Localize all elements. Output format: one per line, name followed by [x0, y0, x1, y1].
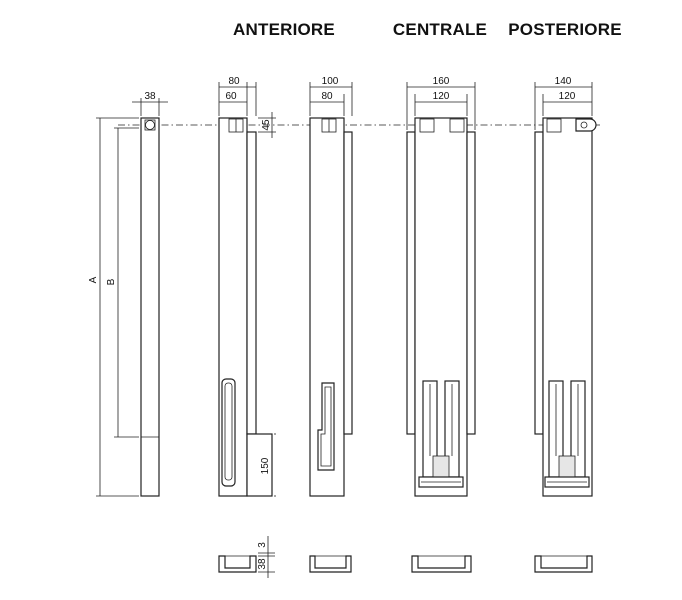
profile-center [411, 555, 472, 573]
heading-posteriore: POSTERIORE [508, 20, 621, 39]
rear-unit: 140 120 [534, 76, 597, 497]
dim-profile-depth: 38 [257, 558, 268, 570]
dim-center-inner: 120 [433, 91, 450, 102]
dim-front2-inner: 80 [321, 91, 333, 102]
front-unit-2: 100 80 [309, 76, 353, 497]
front-unit-1: 80 60 45 150 [218, 76, 276, 497]
dim-rear-outer: 140 [555, 76, 572, 87]
heading-centrale: CENTRALE [393, 20, 487, 39]
dim-b: B [106, 278, 117, 285]
dim-center-outer: 160 [433, 76, 450, 87]
profile-front-1: 3 38 [218, 536, 275, 578]
dim-front1-outer: 80 [228, 76, 240, 87]
dim-rear-inner: 120 [559, 91, 576, 102]
dim-front1-inner: 60 [225, 91, 237, 102]
profile-front-2 [309, 555, 352, 573]
dim-profile-lip: 3 [257, 542, 268, 548]
center-unit: 160 120 [406, 76, 476, 497]
dim-front2-outer: 100 [322, 76, 339, 87]
side-view: 38 A B [88, 91, 168, 497]
dim-bracket-offset: 45 [261, 119, 272, 131]
heading-anteriore: ANTERIORE [233, 20, 335, 39]
dim-bottom-height: 150 [260, 457, 271, 474]
profile-rear [534, 555, 593, 573]
dim-a: A [88, 276, 99, 283]
dim-side-width: 38 [144, 91, 156, 102]
